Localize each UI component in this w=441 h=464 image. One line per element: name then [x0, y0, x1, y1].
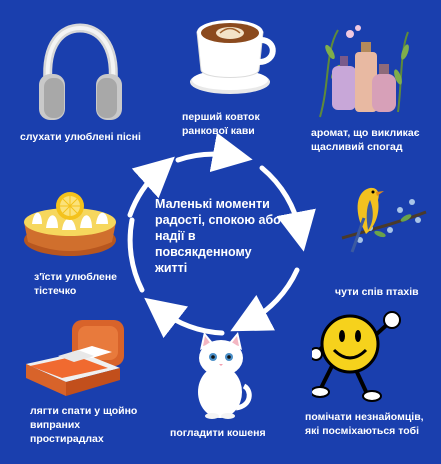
lemon-tart-icon: [24, 192, 116, 256]
caption-line: перший ковток: [182, 111, 260, 123]
arrow-left: [127, 217, 145, 293]
caption-line: аромат, що викликає: [311, 127, 420, 139]
caption-line: ранкової кави: [182, 125, 255, 137]
caption-sleep: лягти спати у щойно випраних простирадла…: [30, 404, 137, 446]
caption-cat: погладити кошеня: [170, 426, 266, 440]
caption-smile: помічати незнайомців, які посміхаються т…: [305, 410, 424, 438]
caption-coffee: перший ковток ранкової кави: [182, 110, 260, 138]
arrow-top: [175, 132, 253, 173]
caption-aroma: аромат, що викликає щасливий спогад: [311, 126, 420, 154]
caption-line: простирадлах: [30, 433, 104, 445]
bed-icon: [26, 320, 124, 396]
center-line: житті: [155, 261, 188, 275]
caption-birds: чути спів птахів: [335, 285, 419, 299]
caption-line: лягти спати у щойно: [30, 405, 138, 417]
caption-line: випраних: [30, 419, 81, 431]
center-line: надії в: [155, 229, 196, 243]
center-line: Маленькі моменти: [155, 197, 270, 211]
perfume-bottles-icon: [319, 25, 409, 118]
caption-line: щасливий спогад: [311, 141, 403, 153]
caption-music: слухати улюблені пісні: [20, 130, 141, 144]
arrow-bottom-right: [230, 267, 300, 332]
coffee-cup-icon: [190, 20, 276, 94]
headphones-icon: [39, 23, 122, 120]
smiley-icon: [312, 311, 401, 402]
center-heading: Маленькі моменти радості, спокою або над…: [155, 196, 295, 276]
caption-line: з'їсти улюблене: [34, 271, 118, 283]
songbird-icon: [341, 187, 427, 253]
center-line: радості, спокою або: [155, 213, 281, 227]
center-line: повсякденному: [155, 245, 252, 259]
arrow-right: [259, 165, 316, 252]
caption-cake: з'їсти улюблене тістечко: [34, 270, 117, 298]
kitten-icon: [198, 332, 252, 419]
arrow-bottom-left: [144, 297, 225, 339]
caption-line: чути спів птахів: [335, 286, 419, 298]
caption-line: слухати улюблені пісні: [20, 131, 141, 143]
caption-line: тістечко: [34, 285, 77, 297]
caption-line: погладити кошеня: [170, 427, 266, 439]
caption-line: помічати незнайомців,: [305, 411, 424, 423]
caption-line: які посміхаються тобі: [305, 425, 420, 437]
